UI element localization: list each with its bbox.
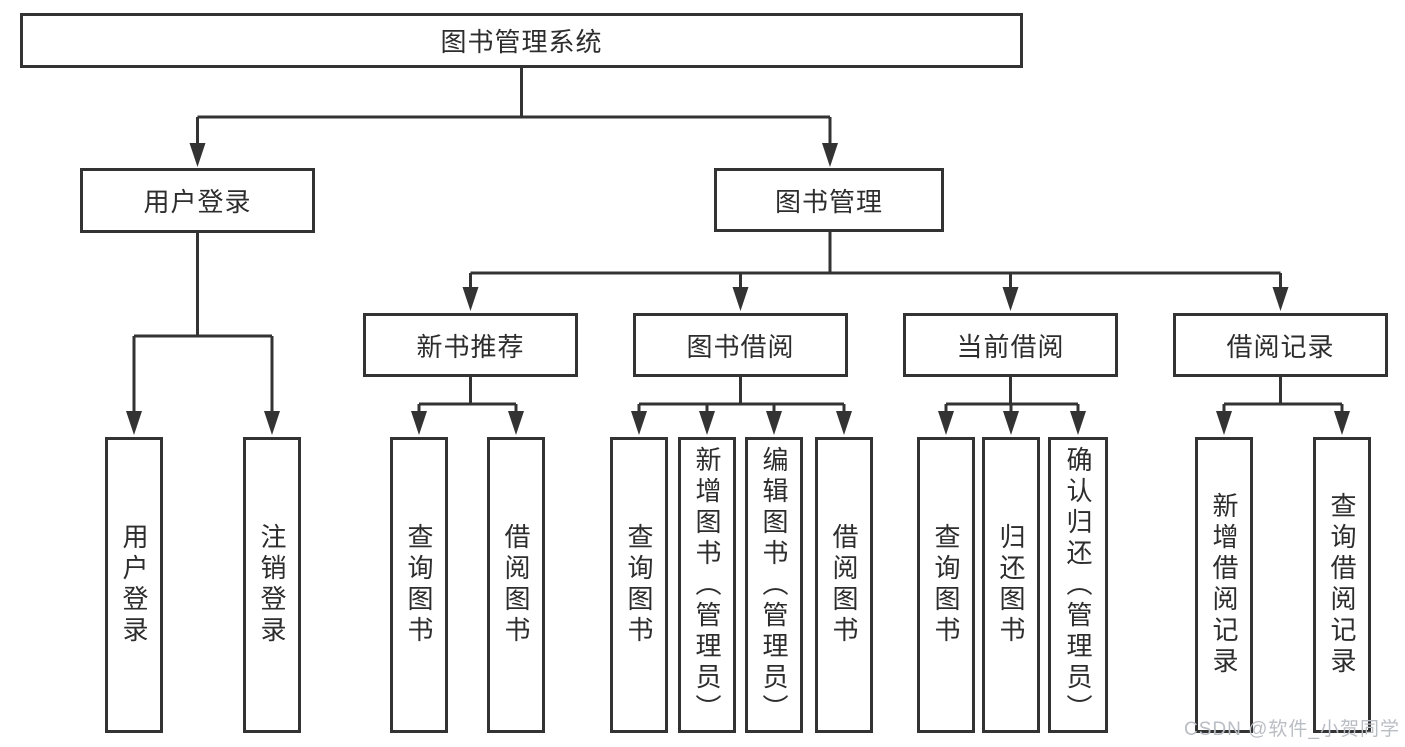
node-label: 图书借阅 xyxy=(686,331,795,362)
leaf-label: 用户登录 xyxy=(119,523,149,647)
leaf-add-books-admin: 新增图书（管理员） xyxy=(678,437,736,733)
leaf-label: 新增借阅记录 xyxy=(1209,492,1239,678)
node-label: 图书管理 xyxy=(774,186,883,217)
node-borrowing-records: 借阅记录 xyxy=(1173,313,1388,377)
node-label: 图书管理系统 xyxy=(440,27,603,57)
node-current-borrowing: 当前借阅 xyxy=(903,313,1118,377)
node-label: 新书推荐 xyxy=(416,331,525,362)
leaf-label: 归还图书 xyxy=(996,523,1026,647)
leaf-label: 查询图书 xyxy=(931,523,961,647)
leaf-label: 新增图书（管理员） xyxy=(692,445,722,725)
node-label: 借阅记录 xyxy=(1226,331,1335,362)
leaf-return-books: 归还图书 xyxy=(982,437,1040,733)
leaf-confirm-return-admin: 确认归还（管理员） xyxy=(1048,437,1108,733)
leaf-label: 编辑图书（管理员） xyxy=(759,445,789,725)
leaf-user-login: 用户登录 xyxy=(105,437,163,733)
node-library-management-system: 图书管理系统 xyxy=(20,13,1023,68)
leaf-borrow-books-recommend: 借阅图书 xyxy=(487,437,545,733)
leaf-query-books-current: 查询图书 xyxy=(917,437,975,733)
node-new-book-recommendation: 新书推荐 xyxy=(363,313,578,377)
leaf-label: 查询图书 xyxy=(624,523,654,647)
csdn-watermark: CSDN @软件_小贺同学 xyxy=(1184,719,1400,740)
leaf-logout: 注销登录 xyxy=(243,437,301,733)
leaf-add-borrow-record: 新增借阅记录 xyxy=(1195,437,1253,733)
leaf-label: 注销登录 xyxy=(257,523,287,647)
leaf-query-books-recommend: 查询图书 xyxy=(390,437,448,733)
leaf-query-books-borrowing: 查询图书 xyxy=(610,437,668,733)
node-label: 用户登录 xyxy=(143,187,252,217)
node-user-login-module: 用户登录 xyxy=(80,168,315,233)
node-book-management-module: 图书管理 xyxy=(714,168,944,232)
leaf-borrow-books: 借阅图书 xyxy=(815,437,873,733)
node-label: 当前借阅 xyxy=(956,331,1065,362)
leaf-edit-books-admin: 编辑图书（管理员） xyxy=(745,437,803,733)
node-book-borrowing: 图书借阅 xyxy=(633,313,848,377)
leaf-label: 借阅图书 xyxy=(501,523,531,647)
leaf-label: 查询图书 xyxy=(404,523,434,647)
leaf-label: 借阅图书 xyxy=(829,523,859,647)
leaf-label: 查询借阅记录 xyxy=(1327,492,1357,678)
leaf-query-borrow-record: 查询借阅记录 xyxy=(1313,437,1371,733)
leaf-label: 确认归还（管理员） xyxy=(1063,445,1093,725)
